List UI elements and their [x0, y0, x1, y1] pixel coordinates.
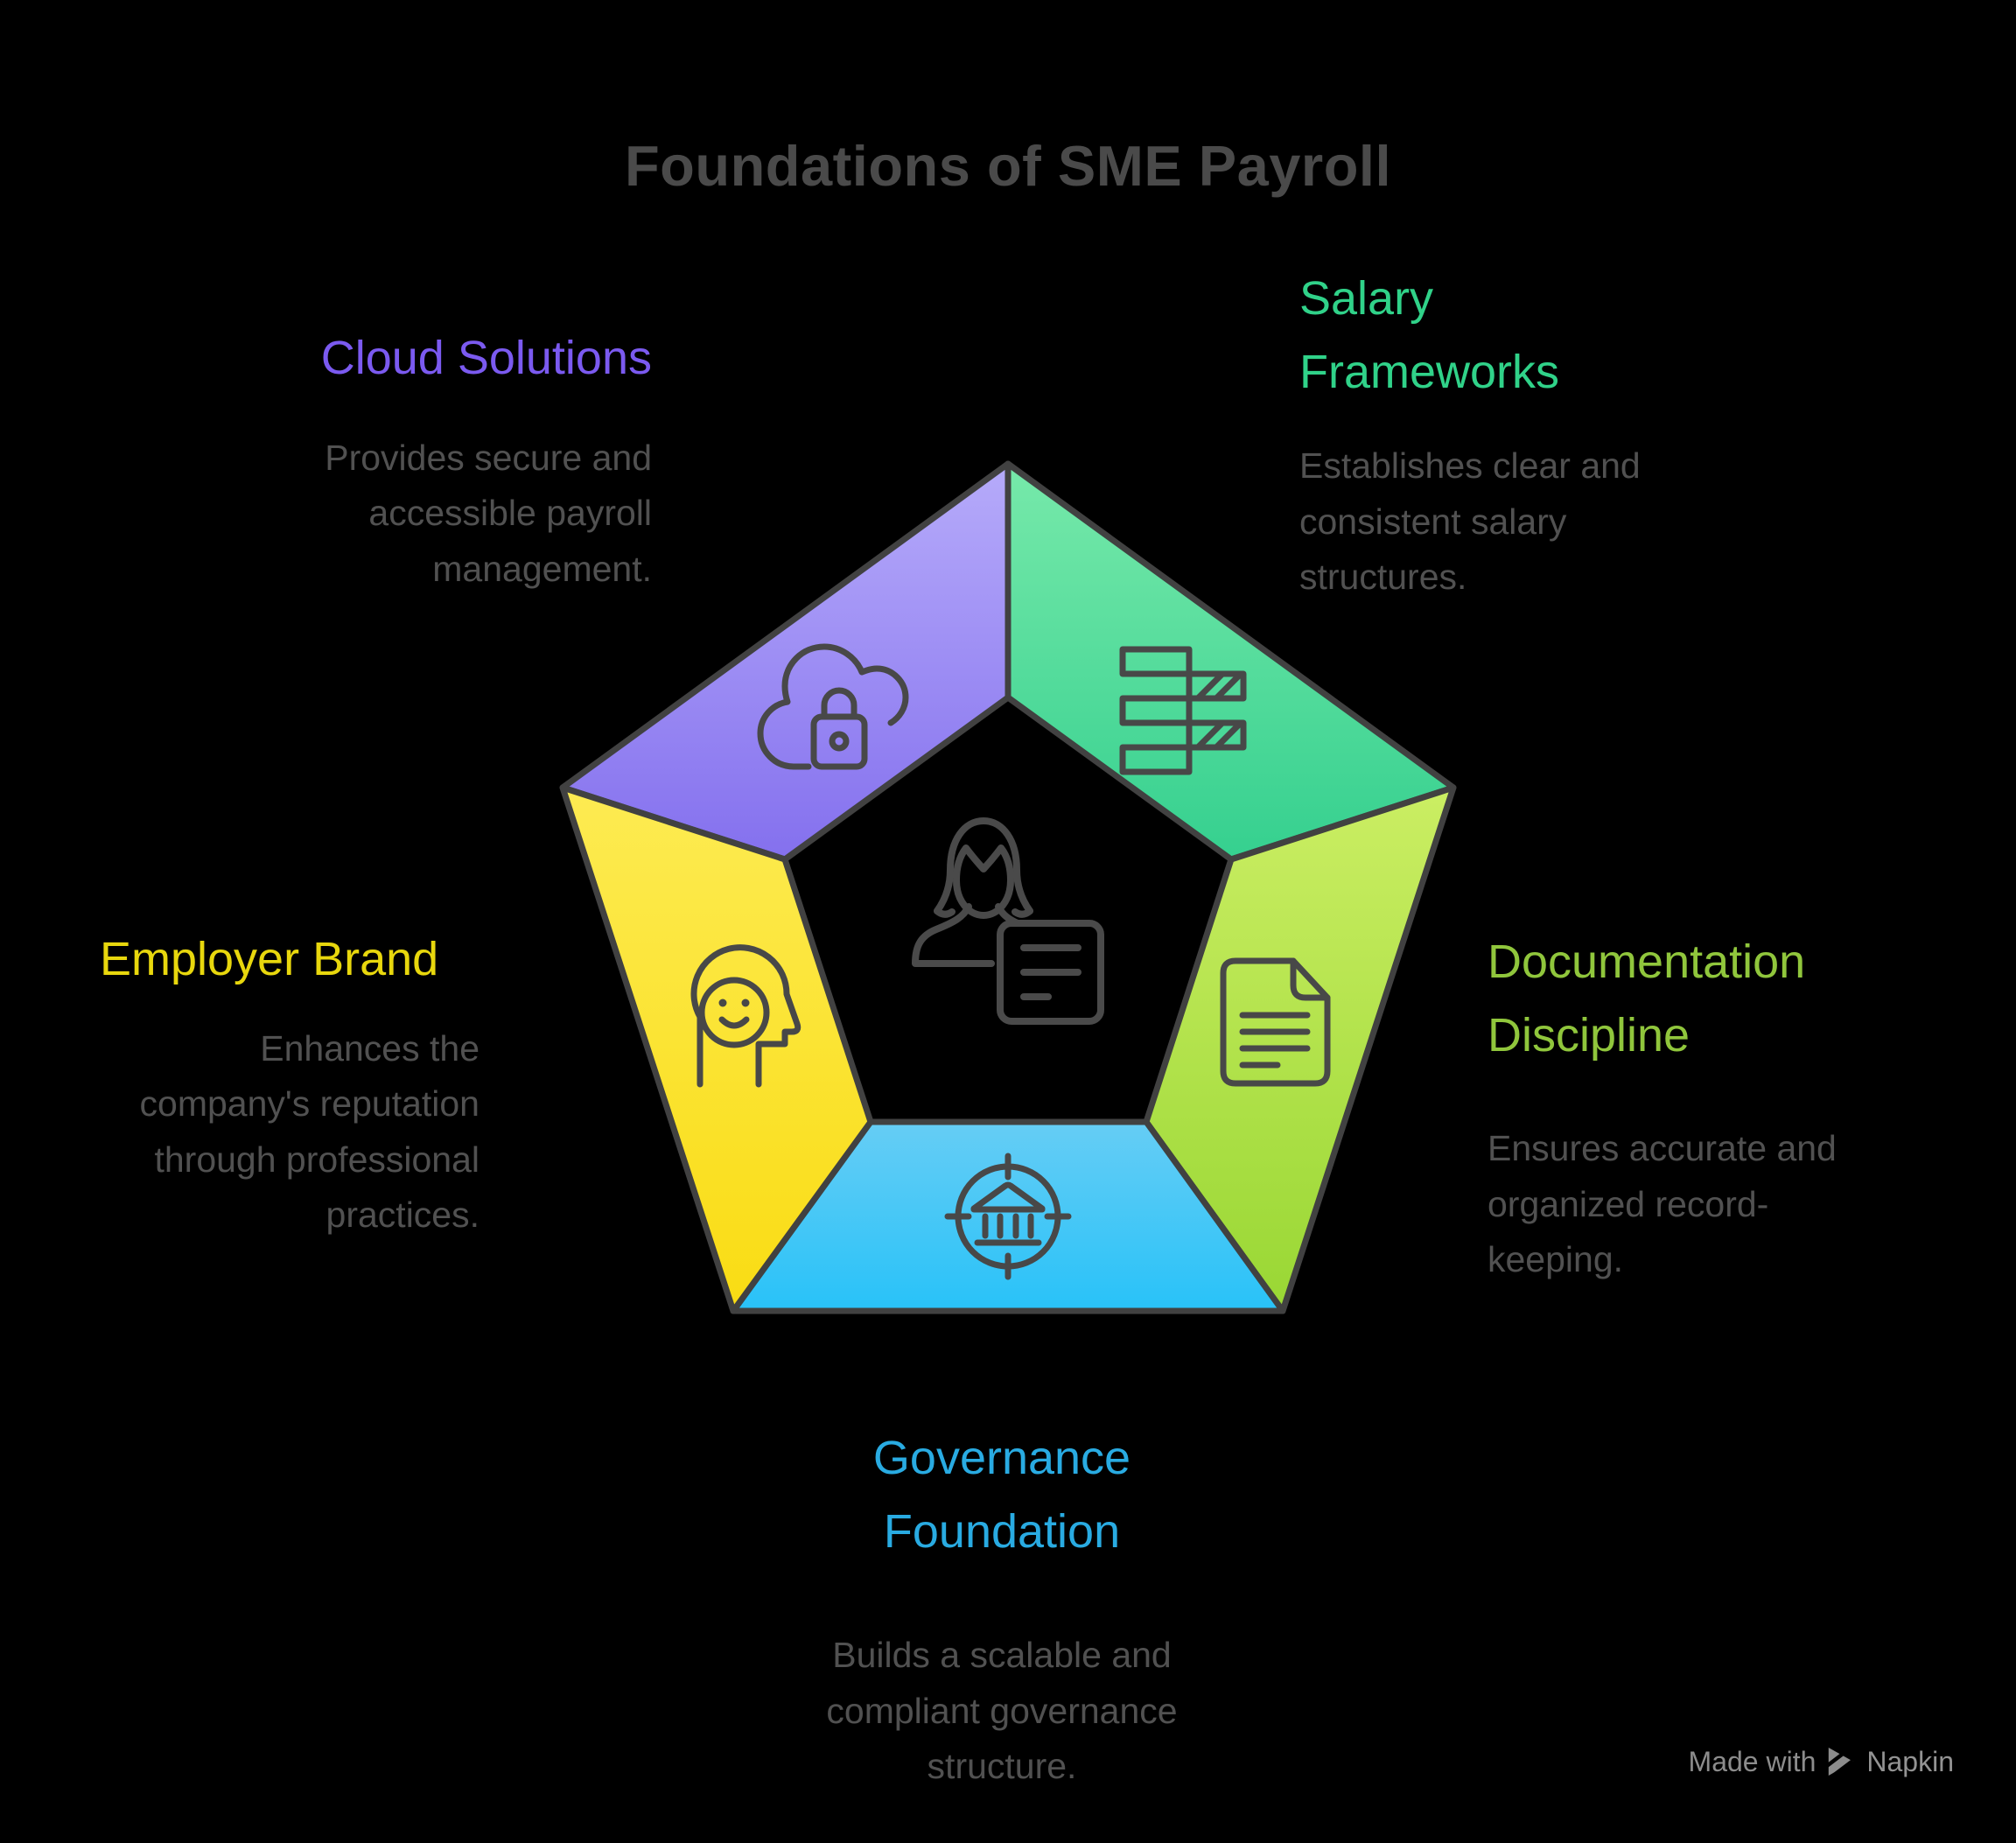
- segment-heading-governance-foundation: Governance Foundation: [872, 1432, 1131, 1558]
- segment-heading-salary-frameworks: Salary Frameworks: [1299, 272, 1560, 398]
- napkin-logo-icon: [1827, 1748, 1855, 1778]
- salary-bands-icon: [1119, 646, 1247, 775]
- segment-heading-employer-brand: Employer Brand: [100, 933, 439, 985]
- segment-heading-cloud-solutions: Cloud Solutions: [320, 332, 652, 384]
- head-smile-icon: [690, 944, 802, 1088]
- pentagon-segment-employer-brand: [559, 784, 874, 1314]
- segment-label-cloud-solutions: Cloud Solutions Provides secure and acce…: [127, 322, 652, 597]
- cloud-lock-icon: [757, 643, 909, 770]
- segment-description-cloud-solutions: Provides secure and accessible payroll m…: [325, 437, 652, 589]
- segment-label-documentation-discipline: Documentation Discipline Ensures accurat…: [1488, 926, 1995, 1288]
- document-icon: [1220, 957, 1331, 1087]
- segment-label-employer-brand: Employer Brand Enhances the company's re…: [100, 923, 480, 1244]
- segment-label-governance-foundation: Governance Foundation Builds a scalable …: [739, 1422, 1264, 1795]
- segment-description-salary-frameworks: Establishes clear and consistent salary …: [1299, 445, 1641, 598]
- segment-heading-documentation-discipline: Documentation Discipline: [1488, 936, 1806, 1062]
- made-with-napkin-watermark: Made with Napkin: [1689, 1745, 1954, 1778]
- segment-label-salary-frameworks: Salary Frameworks Establishes clear and …: [1299, 263, 1772, 606]
- made-with-text: Made with: [1688, 1745, 1816, 1777]
- segment-description-employer-brand: Enhances the company's reputation throug…: [139, 1027, 480, 1236]
- page-title: Foundations of SME Payroll: [624, 134, 1392, 198]
- segment-description-documentation-discipline: Ensures accurate and organized record- k…: [1488, 1128, 1837, 1280]
- napkin-brand-text: Napkin: [1866, 1745, 1954, 1777]
- segment-description-governance-foundation: Builds a scalable and compliant governan…: [826, 1635, 1178, 1787]
- person-with-document-icon: [912, 817, 1104, 1025]
- bank-target-icon: [944, 1153, 1072, 1280]
